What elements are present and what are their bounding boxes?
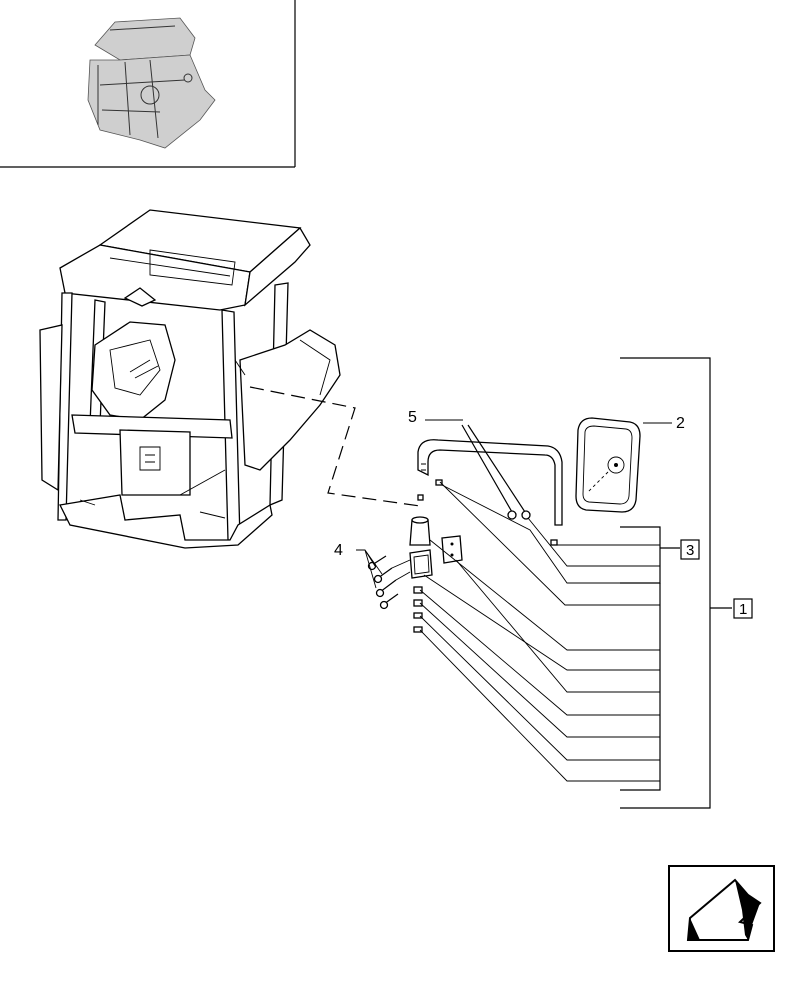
previous-page-arrow-icon[interactable] bbox=[668, 865, 775, 952]
tractor-cab-thumbnail-icon[interactable] bbox=[87, 17, 216, 149]
callout-3-box bbox=[680, 539, 700, 560]
thumbnail-frame bbox=[0, 0, 296, 168]
callout-4-label: 4 bbox=[334, 542, 343, 559]
callout-2-label: 2 bbox=[676, 415, 685, 432]
callout-4-leader bbox=[356, 549, 383, 589]
mirror-arm bbox=[417, 439, 563, 526]
callout-1-label: 1 bbox=[739, 601, 747, 618]
callout-5-label: 5 bbox=[408, 409, 417, 426]
dashed-location-line bbox=[249, 386, 421, 507]
mirror-fasteners bbox=[367, 424, 558, 633]
bracket-item-1 bbox=[620, 357, 732, 809]
callout-3-label: 3 bbox=[686, 542, 694, 559]
reference-leader-lines bbox=[419, 481, 660, 782]
callout-1-box bbox=[733, 598, 753, 619]
tractor-cab-illustration bbox=[39, 209, 341, 549]
bracket-item-3 bbox=[620, 526, 680, 584]
mirror-head bbox=[575, 417, 641, 513]
